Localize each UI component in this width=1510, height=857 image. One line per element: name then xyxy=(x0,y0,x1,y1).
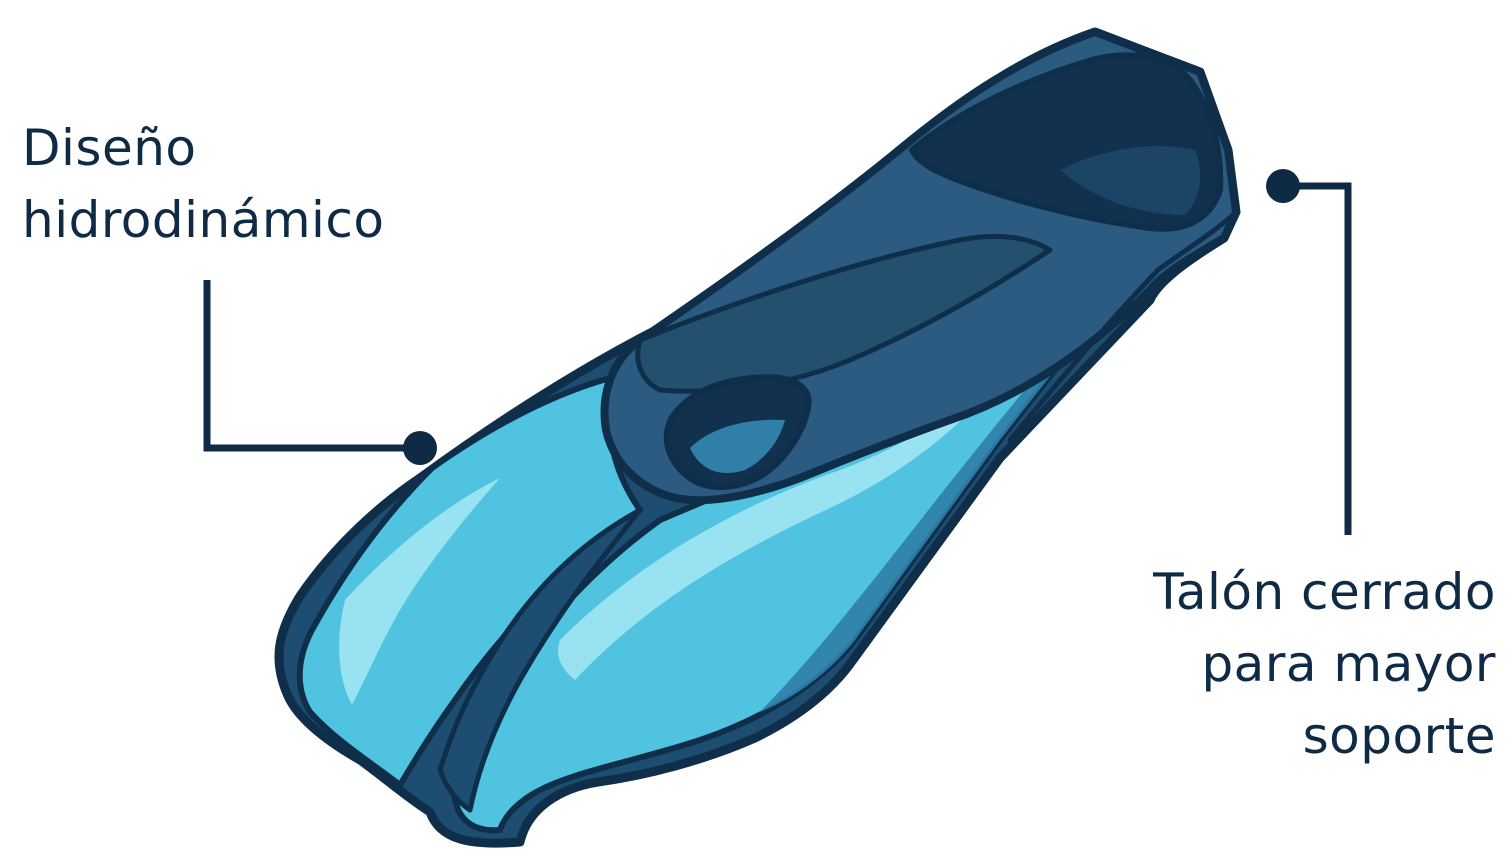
callout-left-line-1: Diseño xyxy=(22,112,385,184)
leader-line-left xyxy=(207,280,437,465)
callout-right-line-3: soporte xyxy=(1153,700,1496,772)
leader-line-right xyxy=(1266,169,1348,535)
leader-dot-left xyxy=(403,431,437,465)
callout-closed-heel: Talón cerrado para mayor soporte xyxy=(1153,556,1496,772)
callout-left-line-2: hidrodinámico xyxy=(22,184,385,256)
callout-right-line-2: para mayor xyxy=(1153,628,1496,700)
callout-right-line-1: Talón cerrado xyxy=(1153,556,1496,628)
callout-hydrodynamic-design: Diseño hidrodinámico xyxy=(22,112,385,256)
leader-dot-right xyxy=(1266,169,1300,203)
